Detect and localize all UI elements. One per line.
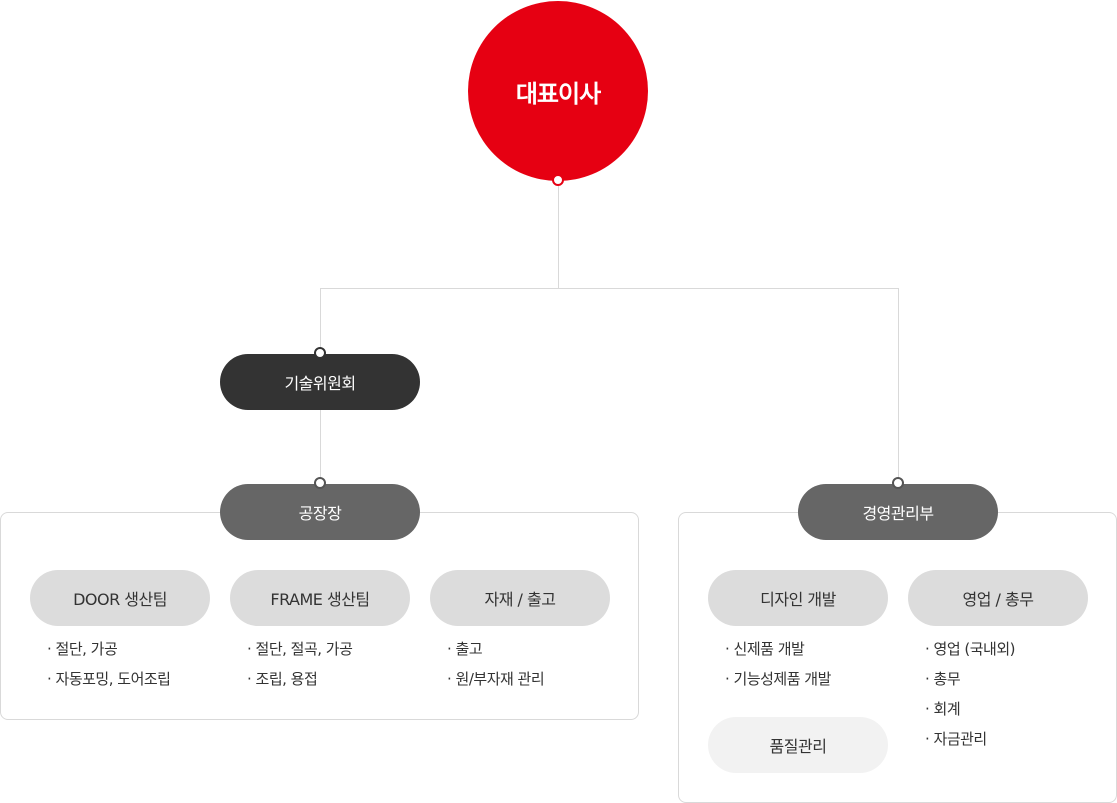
list-item: · 출고 bbox=[447, 640, 483, 658]
committee-node: 기술위원회 bbox=[220, 354, 420, 410]
list-item: · 원/부자재 관리 bbox=[447, 670, 545, 688]
management-node: 경영관리부 bbox=[798, 484, 998, 540]
factory-label: 공장장 bbox=[298, 504, 342, 523]
team-door-duties: · 절단, 가공 · 자동포밍, 도어조립 bbox=[47, 634, 171, 694]
team-door-label: DOOR 생산팀 bbox=[73, 590, 167, 609]
team-frame-label: FRAME 생산팀 bbox=[270, 590, 370, 609]
team-frame-duties: · 절단, 절곡, 가공 · 조립, 용접 bbox=[247, 634, 353, 694]
team-materials-duties: · 출고 · 원/부자재 관리 bbox=[447, 634, 545, 694]
list-item: · 절단, 가공 bbox=[47, 640, 118, 658]
list-item: · 절단, 절곡, 가공 bbox=[247, 640, 353, 658]
factory-node: 공장장 bbox=[220, 484, 420, 540]
team-materials-label: 자재 / 출고 bbox=[484, 590, 556, 609]
list-item: · 자동포밍, 도어조립 bbox=[47, 670, 171, 688]
committee-label: 기술위원회 bbox=[284, 374, 356, 393]
connector-left-down bbox=[320, 288, 321, 354]
management-connector-dot bbox=[892, 477, 904, 489]
team-sales-duties: · 영업 (국내외) · 총무 · 회계 · 자금관리 bbox=[925, 634, 1016, 754]
list-item: · 영업 (국내외) bbox=[925, 640, 1016, 658]
connector-horizontal bbox=[320, 288, 899, 289]
list-item: · 조립, 용접 bbox=[247, 670, 318, 688]
team-sales-admin: 영업 / 총무 bbox=[908, 570, 1088, 626]
ceo-connector-dot bbox=[552, 174, 564, 186]
team-door-production: DOOR 생산팀 bbox=[30, 570, 210, 626]
team-design-development: 디자인 개발 bbox=[708, 570, 888, 626]
management-label: 경영관리부 bbox=[862, 504, 934, 523]
team-quality-control: 품질관리 bbox=[708, 717, 888, 773]
connector-ceo-vertical bbox=[558, 182, 559, 288]
ceo-label: 대표이사 bbox=[515, 79, 601, 108]
committee-connector-dot bbox=[314, 347, 326, 359]
ceo-node: 대표이사 bbox=[468, 1, 648, 181]
list-item: · 기능성제품 개발 bbox=[725, 670, 831, 688]
team-materials-shipping: 자재 / 출고 bbox=[430, 570, 610, 626]
connector-right-down bbox=[898, 288, 899, 484]
team-sales-label: 영업 / 총무 bbox=[962, 590, 1034, 609]
connector-committee-factory bbox=[320, 410, 321, 484]
team-quality-label: 품질관리 bbox=[769, 737, 827, 756]
list-item: · 신제품 개발 bbox=[725, 640, 805, 658]
factory-connector-dot bbox=[314, 477, 326, 489]
list-item: · 자금관리 bbox=[925, 730, 987, 748]
team-design-label: 디자인 개발 bbox=[760, 590, 836, 609]
list-item: · 회계 bbox=[925, 700, 961, 718]
list-item: · 총무 bbox=[925, 670, 961, 688]
team-frame-production: FRAME 생산팀 bbox=[230, 570, 410, 626]
team-design-duties: · 신제품 개발 · 기능성제품 개발 bbox=[725, 634, 831, 694]
